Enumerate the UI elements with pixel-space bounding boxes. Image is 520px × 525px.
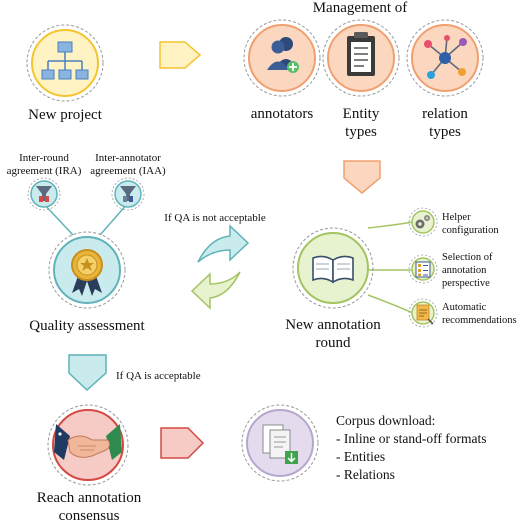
entity-types-label-line2: types — [345, 124, 377, 140]
consensus-label-line2: consensus — [58, 508, 120, 524]
ira-label-line2: agreement (IRA) — [6, 165, 82, 177]
management-title: Management of — [312, 0, 408, 16]
gears-icon — [415, 215, 430, 229]
download-item-relations: - Relations — [336, 467, 395, 482]
corpus-download-node — [241, 404, 319, 482]
handshake-icon — [54, 424, 122, 460]
feature-perspective-line3: perspective — [442, 278, 490, 289]
relation-types-label-line2: types — [429, 124, 461, 140]
iaa-label-line1: Inter-annotator — [95, 152, 161, 164]
download-title: Corpus download: — [336, 413, 436, 428]
network-icon — [424, 35, 467, 79]
annotators-node — [243, 19, 321, 97]
download-item-formats: - Inline or stand-off formats — [336, 431, 487, 446]
iaa-funnel-icon — [120, 186, 136, 202]
iaa-label-line2: agreement (IAA) — [90, 165, 166, 177]
feature-perspective-line1: Selection of — [442, 252, 493, 263]
cycle-arrows — [190, 224, 250, 310]
arrow-to-annotation-round — [343, 160, 381, 194]
consensus-node — [47, 404, 129, 486]
annotation-round-node — [292, 207, 438, 328]
loop-arrow-down — [190, 271, 241, 310]
annotation-round-label-line1: New annotation — [285, 317, 381, 333]
relation-types-label-line1: relation — [422, 106, 468, 122]
qa-acceptable-label: If QA is acceptable — [116, 370, 201, 382]
annotation-round-label-line2: round — [315, 335, 351, 351]
hierarchy-icon — [41, 41, 89, 80]
relation-types-node — [406, 19, 484, 97]
magic-document-icon — [416, 304, 434, 325]
arrow-to-consensus — [68, 354, 107, 392]
annotators-label: annotators — [250, 106, 314, 122]
entity-types-node — [322, 19, 400, 97]
award-badge-icon — [71, 249, 103, 296]
ira-label-line1: Inter-round — [19, 152, 69, 164]
feature-helper-line1: Helper — [442, 212, 471, 223]
users-add-icon — [267, 37, 299, 73]
qa-not-acceptable-label: If QA is not acceptable — [164, 212, 266, 224]
download-item-entities: - Entities — [336, 449, 386, 464]
feature-perspective-line2: annotation — [442, 265, 487, 276]
quality-assessment-label: Quality assessment — [29, 318, 145, 334]
arrow-to-download — [160, 427, 205, 459]
new-project-node — [26, 24, 104, 102]
feature-recommendations-line1: Automatic — [442, 302, 487, 313]
open-book-icon — [312, 255, 354, 284]
loop-arrow-up — [197, 224, 250, 263]
consensus-label-line1: Reach annotation — [36, 490, 142, 506]
ira-funnel-icon — [36, 186, 52, 202]
feature-helper-line2: configuration — [442, 225, 499, 236]
documents-download-icon — [262, 424, 298, 464]
entity-types-label-line1: Entity — [342, 106, 380, 122]
feature-recommendations-line2: recommendations — [442, 315, 517, 326]
checklist-icon — [415, 261, 431, 278]
quality-assessment-node — [27, 177, 145, 309]
document-list-icon — [347, 32, 375, 76]
arrow-to-management — [159, 41, 202, 69]
new-project-label: New project — [28, 107, 102, 123]
